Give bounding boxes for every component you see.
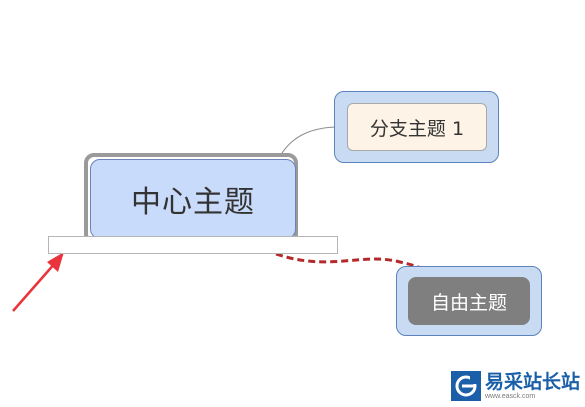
- site-watermark: 易采站长站 www.easck.com: [451, 371, 585, 407]
- branch-topic[interactable]: 分支主题 1: [347, 103, 487, 151]
- central-topic-label: 中心主题: [131, 185, 255, 220]
- site-logo-icon: [451, 371, 481, 401]
- site-name: 易采站长站: [485, 371, 581, 393]
- central-topic[interactable]: 中心主题: [90, 159, 296, 239]
- topic-text-edit-field[interactable]: [48, 236, 338, 254]
- annotation-arrow: [12, 252, 64, 312]
- floating-topic[interactable]: 自由主题: [408, 277, 530, 325]
- branch-topic-label: 分支主题 1: [369, 117, 465, 140]
- site-url: www.easck.com: [485, 393, 536, 400]
- floating-topic-label: 自由主题: [430, 291, 507, 314]
